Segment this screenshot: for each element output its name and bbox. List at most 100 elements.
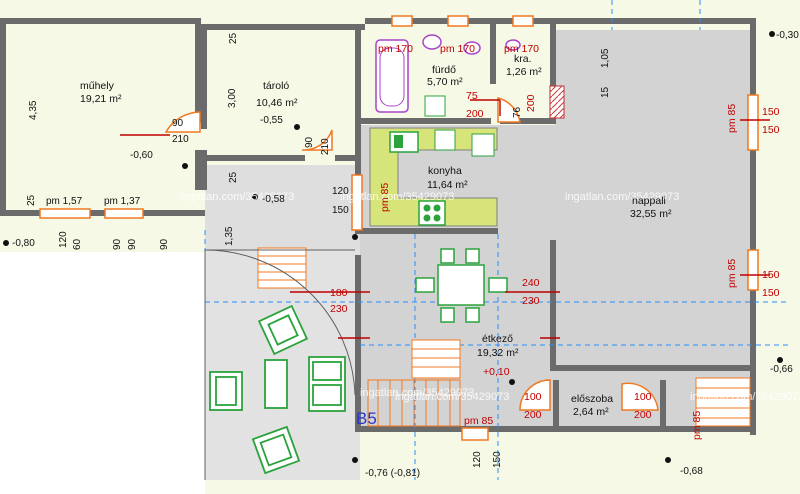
opening-label: 150 <box>492 451 503 468</box>
section-marker: B5 <box>356 409 377 428</box>
opening-label: 100 <box>634 391 652 403</box>
dim-label: 4,35 <box>28 100 39 120</box>
opening-label: pm 85 <box>726 104 738 133</box>
opening-label: pm 85 <box>726 259 738 288</box>
washing-machine-icon <box>424 95 446 117</box>
appliance-icon <box>434 129 456 151</box>
watermark: ingatlan.com/35429073 <box>395 391 509 403</box>
room-furdo-area: 5,70 m² <box>427 76 463 88</box>
opening-label: 120 <box>332 186 349 197</box>
opening-label: 240 <box>522 277 540 289</box>
opening-label: 200 <box>524 409 542 421</box>
dim-label: 90 <box>127 238 138 250</box>
kitchen-counter <box>369 127 498 227</box>
room-konyha-name: konyha <box>428 165 462 177</box>
level-markers: -0,60 -0,55 -0,58 -0,80 -0,30 -0,66 +0,1… <box>12 30 799 479</box>
dimension-labels: 4,35 3,00 25 25 25 1,35 1,05 15 76 60 12… <box>26 32 611 250</box>
toilet-small <box>505 39 521 51</box>
room-tarolo-name: tároló <box>263 80 289 92</box>
heater-icon <box>471 133 495 157</box>
dimension-lines <box>120 99 770 339</box>
dim-label: 120 <box>58 231 69 248</box>
opening-label: pm 1,57 <box>46 196 83 207</box>
stairs <box>257 247 751 427</box>
stove-icon <box>418 200 446 226</box>
level-label: -0,60 <box>130 150 153 161</box>
watermark: ingatlan.com/35429073 <box>565 191 679 203</box>
dim-label: 1,05 <box>600 48 611 68</box>
opening-label: 230 <box>522 295 540 307</box>
room-labels: műhely 19,21 m² tároló 10,46 m² fürdő 5,… <box>80 53 672 418</box>
room-muhely-area: 19,21 m² <box>80 93 122 105</box>
dim-label: 90 <box>112 238 123 250</box>
room-kra-name: kra. <box>514 53 532 65</box>
level-label: -0,76 (-0,81) <box>365 468 420 479</box>
opening-label: 90 <box>172 118 184 129</box>
opening-label: 150 <box>762 124 780 136</box>
bathroom-fixtures <box>375 34 521 113</box>
opening-label: 150 <box>762 106 780 118</box>
dim-label: 3,00 <box>227 88 238 108</box>
dim-label: 1,35 <box>224 226 235 246</box>
room-tarolo-area: 10,46 m² <box>256 97 298 109</box>
dim-label: 15 <box>600 86 611 98</box>
opening-label: 150 <box>332 205 349 216</box>
opening-label: 200 <box>634 409 652 421</box>
opening-label: pm 85 <box>464 415 493 427</box>
opening-label: 75 <box>466 90 478 102</box>
dim-label: 90 <box>159 238 170 250</box>
opening-label: pm 170 <box>378 43 413 55</box>
level-label: -0,68 <box>680 466 703 477</box>
room-furdo-name: fürdő <box>432 64 456 76</box>
opening-label: 120 <box>472 451 483 468</box>
chimney <box>549 85 565 119</box>
openings <box>39 15 759 441</box>
dim-label: 25 <box>228 32 239 44</box>
opening-label: 150 <box>762 269 780 281</box>
dim-label: 25 <box>26 194 37 206</box>
room-eloszoba-name: előszoba <box>571 393 613 405</box>
watermark: ingatlan.com/35429073 <box>340 191 454 203</box>
dining-table <box>415 248 508 323</box>
room-nappali-area: 32,55 m² <box>630 208 672 220</box>
room-eloszoba-area: 2,64 m² <box>573 406 609 418</box>
opening-label: 230 <box>330 303 348 315</box>
level-label: -0,80 <box>12 238 35 249</box>
dim-label: 25 <box>228 171 239 183</box>
opening-label: 180 <box>330 287 348 299</box>
room-konyha-area: 11,64 m² <box>427 179 468 191</box>
opening-label: 200 <box>466 108 484 120</box>
room-nappali-name: nappali <box>632 195 666 207</box>
room-kra-area: 1,26 m² <box>506 66 542 78</box>
opening-label: pm 85 <box>691 411 703 440</box>
terrace-furniture <box>209 304 346 475</box>
kitchen-appliances <box>389 95 495 226</box>
opening-label: 90 <box>304 136 315 148</box>
room-etkezo-area: 19,32 m² <box>477 347 519 359</box>
opening-labels: pm 170 pm 170 pm 170 pm 1,57 pm 1,37 pm … <box>46 43 780 468</box>
level-label: +0,10 <box>483 366 510 378</box>
watermark: ingatlan.com/35429073 <box>0 391 114 403</box>
level-label: -0,55 <box>260 115 283 126</box>
watermark: ingatlan.com/35429073 <box>690 391 800 403</box>
opening-label: pm 170 <box>504 43 539 55</box>
dim-label: 76 <box>512 106 523 118</box>
opening-label: 200 <box>525 94 537 112</box>
opening-label: pm 170 <box>440 43 475 55</box>
opening-label: 210 <box>172 134 189 145</box>
washbasin <box>422 34 442 50</box>
watermark: ingatlan.com/35429073 <box>360 387 474 399</box>
dim-label: 60 <box>72 238 83 250</box>
walls <box>0 18 756 435</box>
room-muhely-name: műhely <box>80 80 115 92</box>
level-label: -0,66 <box>770 364 793 375</box>
opening-label: 150 <box>762 287 780 299</box>
room-etkezo-name: étkező <box>482 333 513 345</box>
level-label: -0,30 <box>776 30 799 41</box>
opening-label: 100 <box>524 391 542 403</box>
opening-label: pm 85 <box>379 183 391 212</box>
watermark: ingatlan.com/35429073 <box>180 191 294 203</box>
opening-label: pm 1,37 <box>104 196 141 207</box>
measurement-markers <box>3 31 783 463</box>
